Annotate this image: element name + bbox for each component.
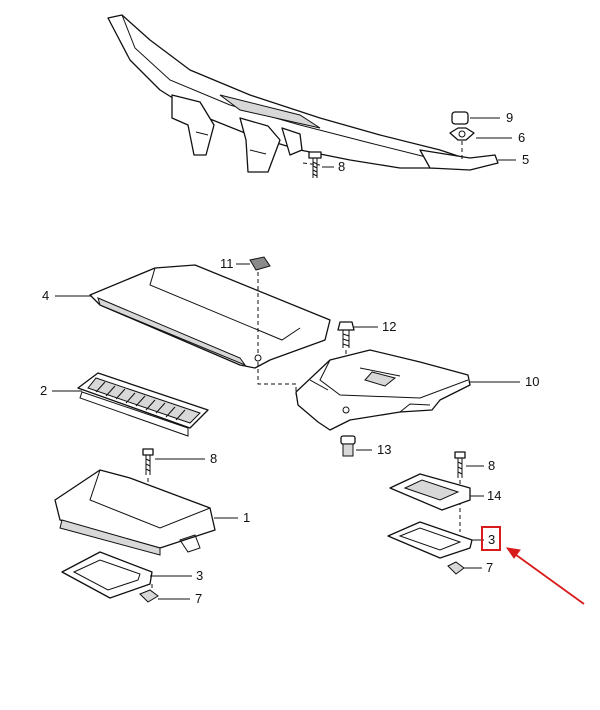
screw-left-part	[142, 448, 154, 475]
filter-housing-part	[54, 469, 216, 556]
callout-8-left: 8	[210, 451, 217, 466]
gasket-right-part	[387, 521, 473, 559]
callout-7-left: 7	[195, 591, 202, 606]
pollen-filter-part	[77, 372, 209, 437]
callout-9: 9	[506, 110, 513, 125]
hex-nut-part	[449, 127, 475, 141]
callout-8-top: 8	[338, 159, 345, 174]
cap-nut-part	[451, 111, 469, 125]
highlight-box	[481, 526, 501, 551]
callout-11: 11	[220, 256, 234, 271]
callout-10: 10	[525, 374, 539, 389]
bolt-12-part	[337, 321, 355, 348]
callout-2: 2	[40, 383, 47, 398]
callout-12: 12	[382, 319, 396, 334]
callout-7-right: 7	[486, 560, 493, 575]
callout-5: 5	[522, 152, 529, 167]
highlight-arrow	[505, 547, 585, 605]
callout-14: 14	[487, 488, 501, 503]
clip-right-part	[447, 561, 465, 575]
callout-8-right: 8	[488, 458, 495, 473]
callout-3-left: 3	[196, 568, 203, 583]
screw-top-part	[308, 151, 322, 178]
callout-3-right: 3	[488, 532, 495, 547]
callout-4: 4	[42, 288, 49, 303]
clip-left-part	[139, 589, 159, 603]
cowl-panel-part	[107, 14, 499, 173]
frame-14-part	[389, 473, 471, 511]
grommet-13-part	[340, 435, 356, 457]
callout-13: 13	[377, 442, 391, 457]
callout-1: 1	[243, 510, 250, 525]
filter-cover-part	[89, 264, 331, 369]
screw-right-part	[454, 451, 466, 478]
tray-part	[295, 349, 471, 431]
cap-11-part	[249, 256, 271, 271]
gasket-left-part	[61, 551, 153, 599]
callout-6: 6	[518, 130, 525, 145]
